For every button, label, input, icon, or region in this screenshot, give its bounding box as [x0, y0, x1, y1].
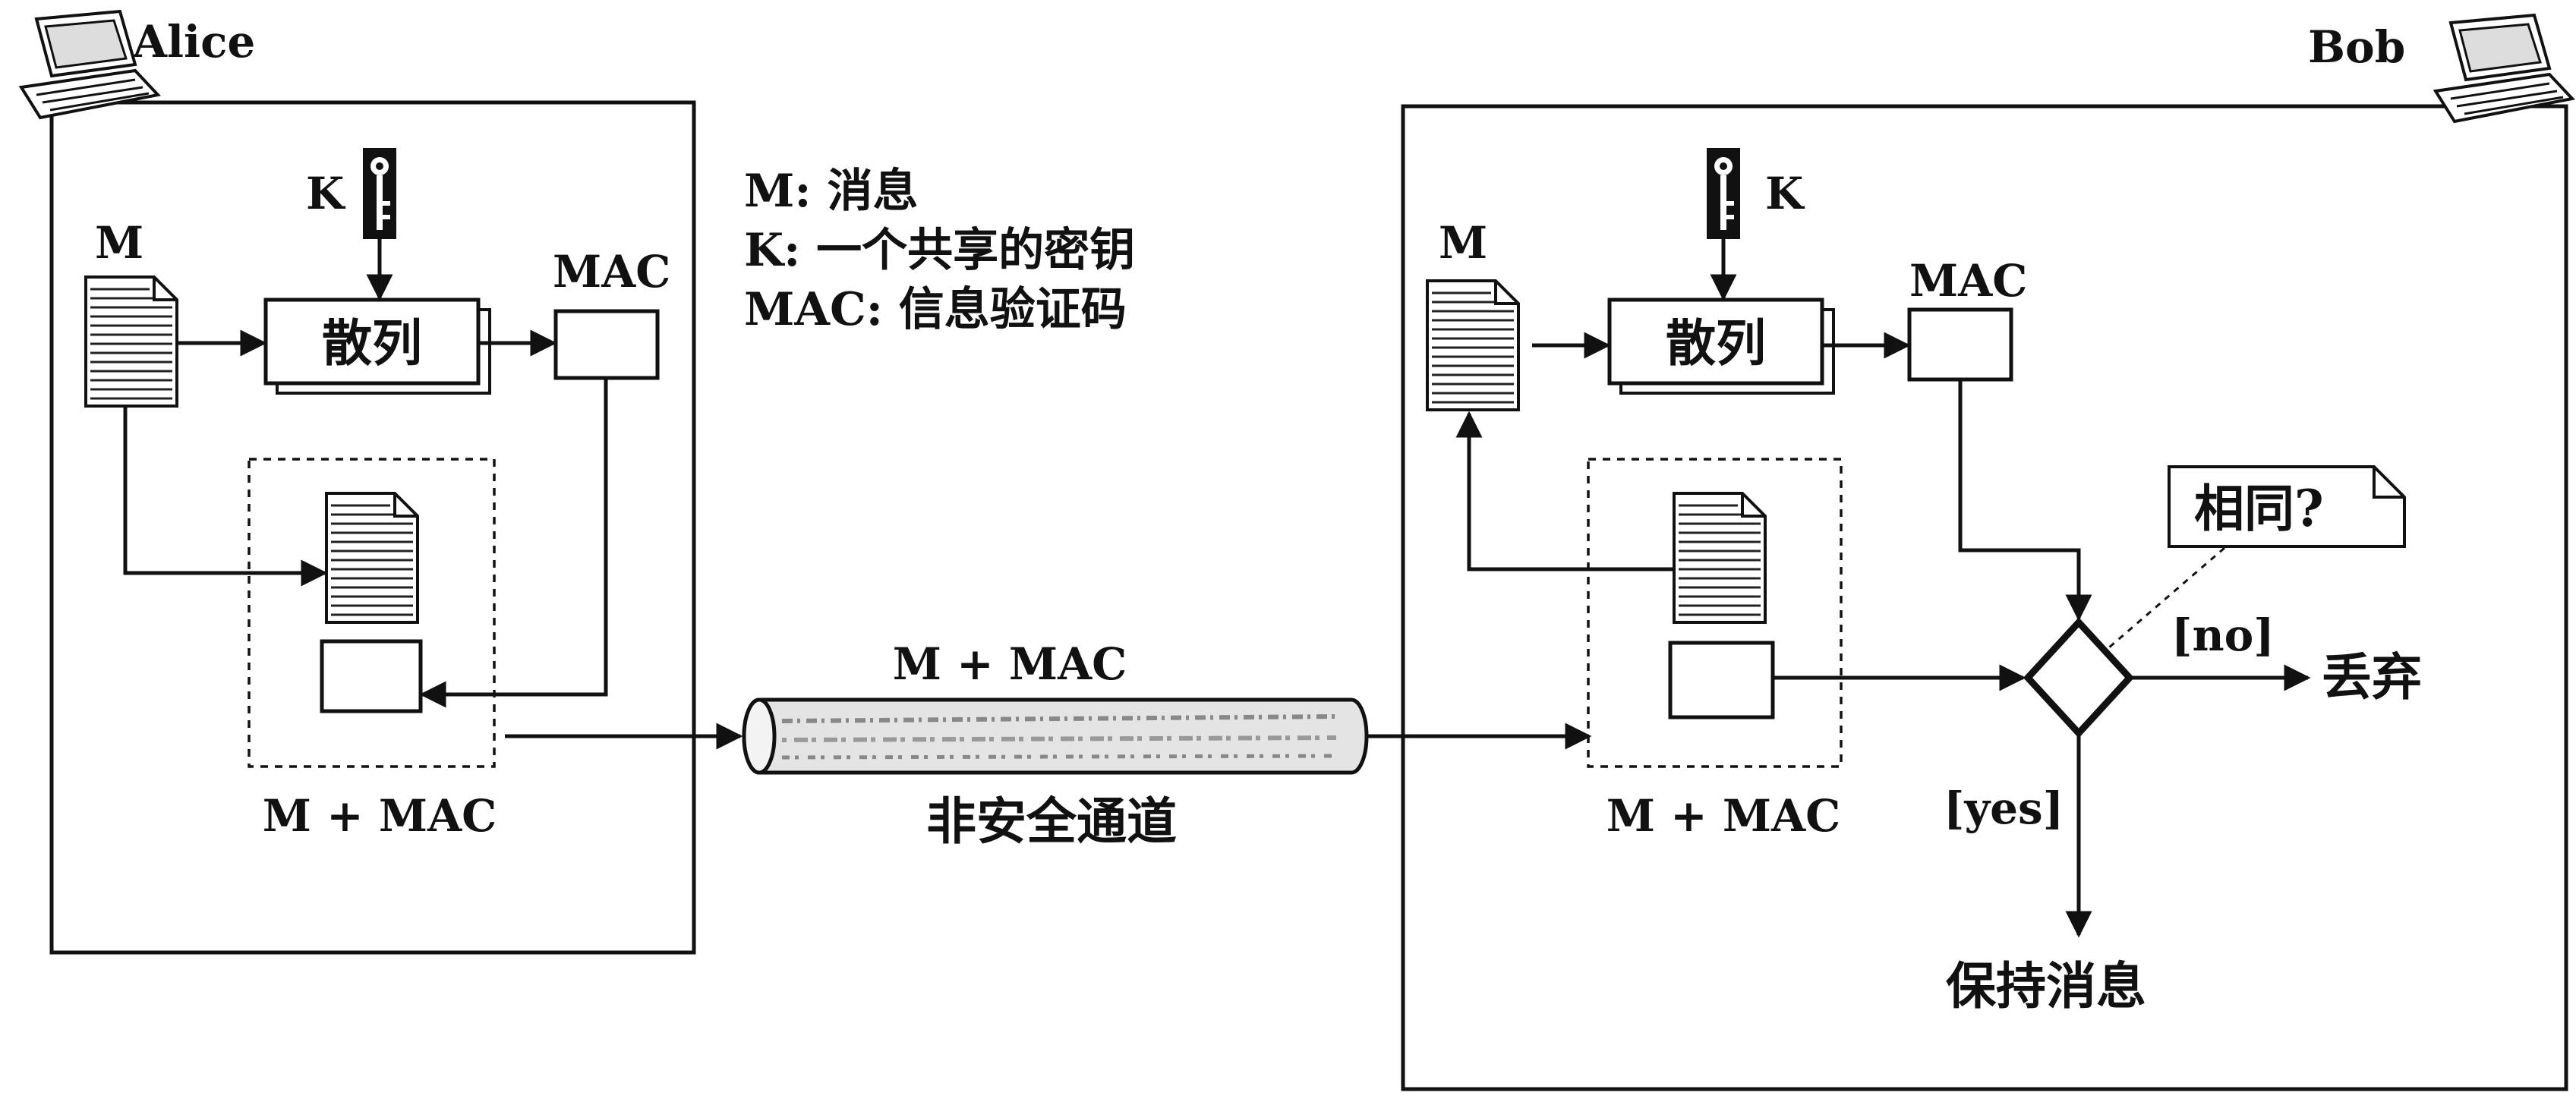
legend-item: M: 消息 — [744, 165, 918, 218]
bob-hash-label: 散列 — [1666, 313, 1766, 373]
bob-frame — [1401, 104, 2568, 1091]
bob-package-box — [1587, 458, 1843, 768]
alice-package-label: M + MAC — [263, 790, 497, 842]
alice-name: Alice — [132, 16, 255, 68]
legend-item: MAC: 信息验证码 — [744, 283, 1127, 336]
alice-mac-label: MAC — [553, 246, 670, 298]
yes-label: [yes] — [1944, 782, 2064, 834]
document-icon — [1426, 279, 1520, 411]
channel-bottom-label: 非安全通道 — [926, 792, 1177, 851]
alice-message-label: M — [95, 217, 143, 269]
key-icon — [1707, 148, 1740, 239]
no-label: [no] — [2171, 609, 2275, 661]
bob-mac-label: MAC — [1909, 255, 2027, 307]
alice-hash-label: 散列 — [322, 313, 422, 373]
bob-hash-box — [1607, 298, 1824, 386]
note-connector — [2102, 546, 2225, 654]
alice-package-mac — [320, 639, 423, 713]
keep-message-label: 保持消息 — [1946, 956, 2146, 1015]
arrow-mac-to-compare — [1958, 379, 2092, 622]
alice-package-box — [248, 458, 496, 768]
channel-top-label: M + MAC — [893, 638, 1127, 690]
insecure-channel: M + MAC 非安全通道 — [505, 638, 1592, 851]
alice-hash-box — [263, 298, 481, 386]
arrow-m-to-package — [123, 408, 328, 587]
alice-mac-box — [553, 309, 660, 380]
legend: M: 消息 K: 一个共享的密钥 MAC: 信息验证码 — [744, 165, 1135, 336]
discard-label: 丢弃 — [2322, 647, 2422, 707]
bob-panel: Bob K M 散列 MAC M + MAC 相同? [no] 丢弃 [yes] — [1401, 14, 2574, 1091]
legend-item: K: 一个共享的密钥 — [744, 224, 1135, 277]
alice-panel: Alice K M 散列 MAC M + MAC — [20, 10, 696, 955]
compare-decision — [2023, 617, 2135, 738]
arrow-mac-to-package — [419, 378, 608, 708]
bob-package-label: M + MAC — [1606, 790, 1841, 842]
document-icon — [1673, 492, 1767, 624]
document-icon — [84, 276, 178, 408]
bob-package-mac — [1668, 641, 1775, 719]
alice-key-label: K — [306, 168, 346, 219]
compare-note — [2168, 465, 2406, 548]
bob-key-label: K — [1765, 168, 1805, 219]
alice-frame — [49, 100, 696, 955]
key-icon — [363, 148, 396, 239]
document-icon — [325, 492, 419, 624]
bob-mac-box — [1907, 307, 2013, 382]
compare-note-text: 相同? — [2194, 479, 2324, 538]
arrow-package-to-m — [1455, 411, 1674, 571]
bob-message-label: M — [1439, 217, 1487, 269]
bob-name: Bob — [2308, 21, 2405, 73]
